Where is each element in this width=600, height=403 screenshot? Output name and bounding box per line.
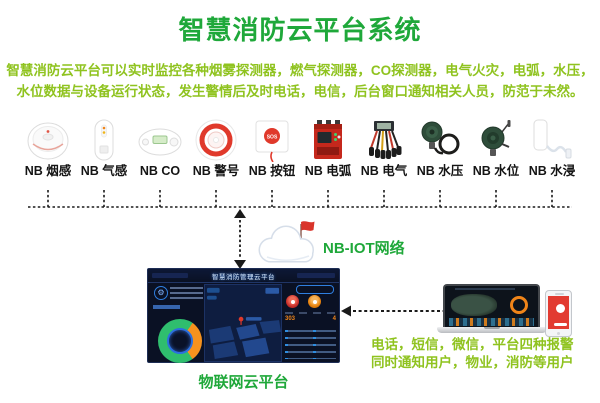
description: 智慧消防云平台可以实时监控各种烟雾探测器，燃气探测器，CO探测器，电气火灾，电弧… [0, 60, 600, 102]
dashboard-laptop-arrow [341, 305, 455, 317]
device-label: NB 按钮 [248, 164, 296, 178]
gear-icon: ⚙ [154, 286, 168, 300]
alarm-stats: 303 4 [285, 312, 336, 326]
water-level-gauge-icon [481, 120, 511, 156]
description-line-1: 智慧消防云平台可以实时监控各种烟雾探测器，燃气探测器，CO探测器，电气火灾，电弧… [6, 63, 594, 78]
gas-detector-icon [94, 119, 114, 161]
device-item-co: NB CO [132, 116, 188, 180]
device-label: NB 警号 [192, 164, 240, 178]
device-item-siren: NB 警号 [188, 116, 244, 180]
description-line-2: 水位数据与设备运行状态，发生警情后及时电话，电信，后台窗口通知相关人员，防范于未… [16, 84, 584, 99]
water-leak-sensor-icon [533, 119, 572, 159]
red-flag-icon [301, 221, 315, 231]
device-item-smoke: NB 烟感 [20, 116, 76, 180]
device-status-list [285, 330, 336, 359]
app-bottom-bar [554, 323, 567, 326]
device-item-electrical: NB 电气 [356, 116, 412, 180]
sos-button-icon: SOS [255, 120, 289, 162]
map-panel [204, 284, 282, 362]
smartphone [545, 290, 572, 337]
device-label: NB 水压 [416, 164, 464, 178]
dashboard-title: 智慧消防管理云平台 [212, 274, 275, 281]
device-item-pressure: NB 水压 [412, 116, 468, 180]
laptop-titlebar [455, 288, 515, 290]
arc-fault-module-icon [314, 120, 342, 159]
ring-chart [510, 296, 528, 314]
header-datetime-chip [152, 273, 188, 278]
device-label: NB 电气 [360, 164, 408, 178]
donut-chart [158, 319, 202, 363]
pending-count: 4 [332, 316, 336, 322]
page-title: 智慧消防云平台系统 [178, 15, 422, 45]
device-item-button: SOS NB 按钮 [244, 116, 300, 180]
nbiot-cloud-icon [258, 221, 315, 263]
section-label-bar [153, 305, 180, 309]
water-pressure-gauge-icon [421, 121, 460, 155]
device-label: NB 水浸 [528, 164, 576, 178]
device-row: NB 烟感 NB 气感 NB CO [20, 116, 580, 180]
device-label: NB 水位 [472, 164, 520, 178]
notify-line-1: 电话，短信，微信，平台四种报警 [371, 337, 574, 352]
alarm-app-screen [548, 296, 569, 329]
dashboard-header: 智慧消防管理云平台 [148, 269, 339, 283]
cloud-link-arrow [234, 209, 246, 269]
device-label: NB 电弧 [304, 164, 352, 178]
home-button [557, 332, 560, 335]
mini-bar-charts [449, 318, 534, 326]
alert-icon-red [286, 295, 299, 308]
smoke-detector-icon [27, 122, 69, 160]
kpi-stat-bars [170, 287, 203, 300]
world-map [451, 294, 497, 316]
siren-icon [195, 119, 237, 161]
notify-line-2: 同时通知用户，物业，消防等用户 [371, 355, 574, 370]
device-label: NB CO [139, 164, 181, 178]
alarm-count: 303 [285, 316, 296, 322]
map-polygons [206, 287, 281, 360]
notify-text: 电话，短信，微信，平台四种报警 同时通知用户，物业，消防等用户 [371, 336, 574, 372]
dashboard-pill-button [296, 285, 334, 294]
bus-dashed-lines [28, 190, 572, 208]
electrical-sensor-icon [369, 121, 402, 159]
co-detector-icon [138, 128, 182, 156]
svg-text:SOS: SOS [267, 135, 278, 141]
alert-icon-orange [308, 295, 321, 308]
dashboard-panel: 智慧消防管理云平台 ⚙ [147, 268, 340, 363]
laptop-base [437, 327, 547, 333]
platform-caption: 物联网云平台 [198, 374, 289, 391]
device-item-leak: NB 水浸 [524, 116, 580, 180]
dashboard-right-panel: 303 4 [284, 282, 339, 362]
device-item-level: NB 水位 [468, 116, 524, 180]
device-item-arc: NB 电弧 [300, 116, 356, 180]
device-label: NB 烟感 [24, 164, 72, 178]
device-item-gas: NB 气感 [76, 116, 132, 180]
phone-speaker [555, 293, 564, 295]
nbiot-network-label: NB-IOT网络 [323, 240, 405, 257]
device-label: NB 气感 [80, 164, 128, 178]
header-weather-chip [297, 273, 335, 278]
app-logo-circle [556, 304, 565, 313]
laptop-screen [443, 284, 540, 329]
